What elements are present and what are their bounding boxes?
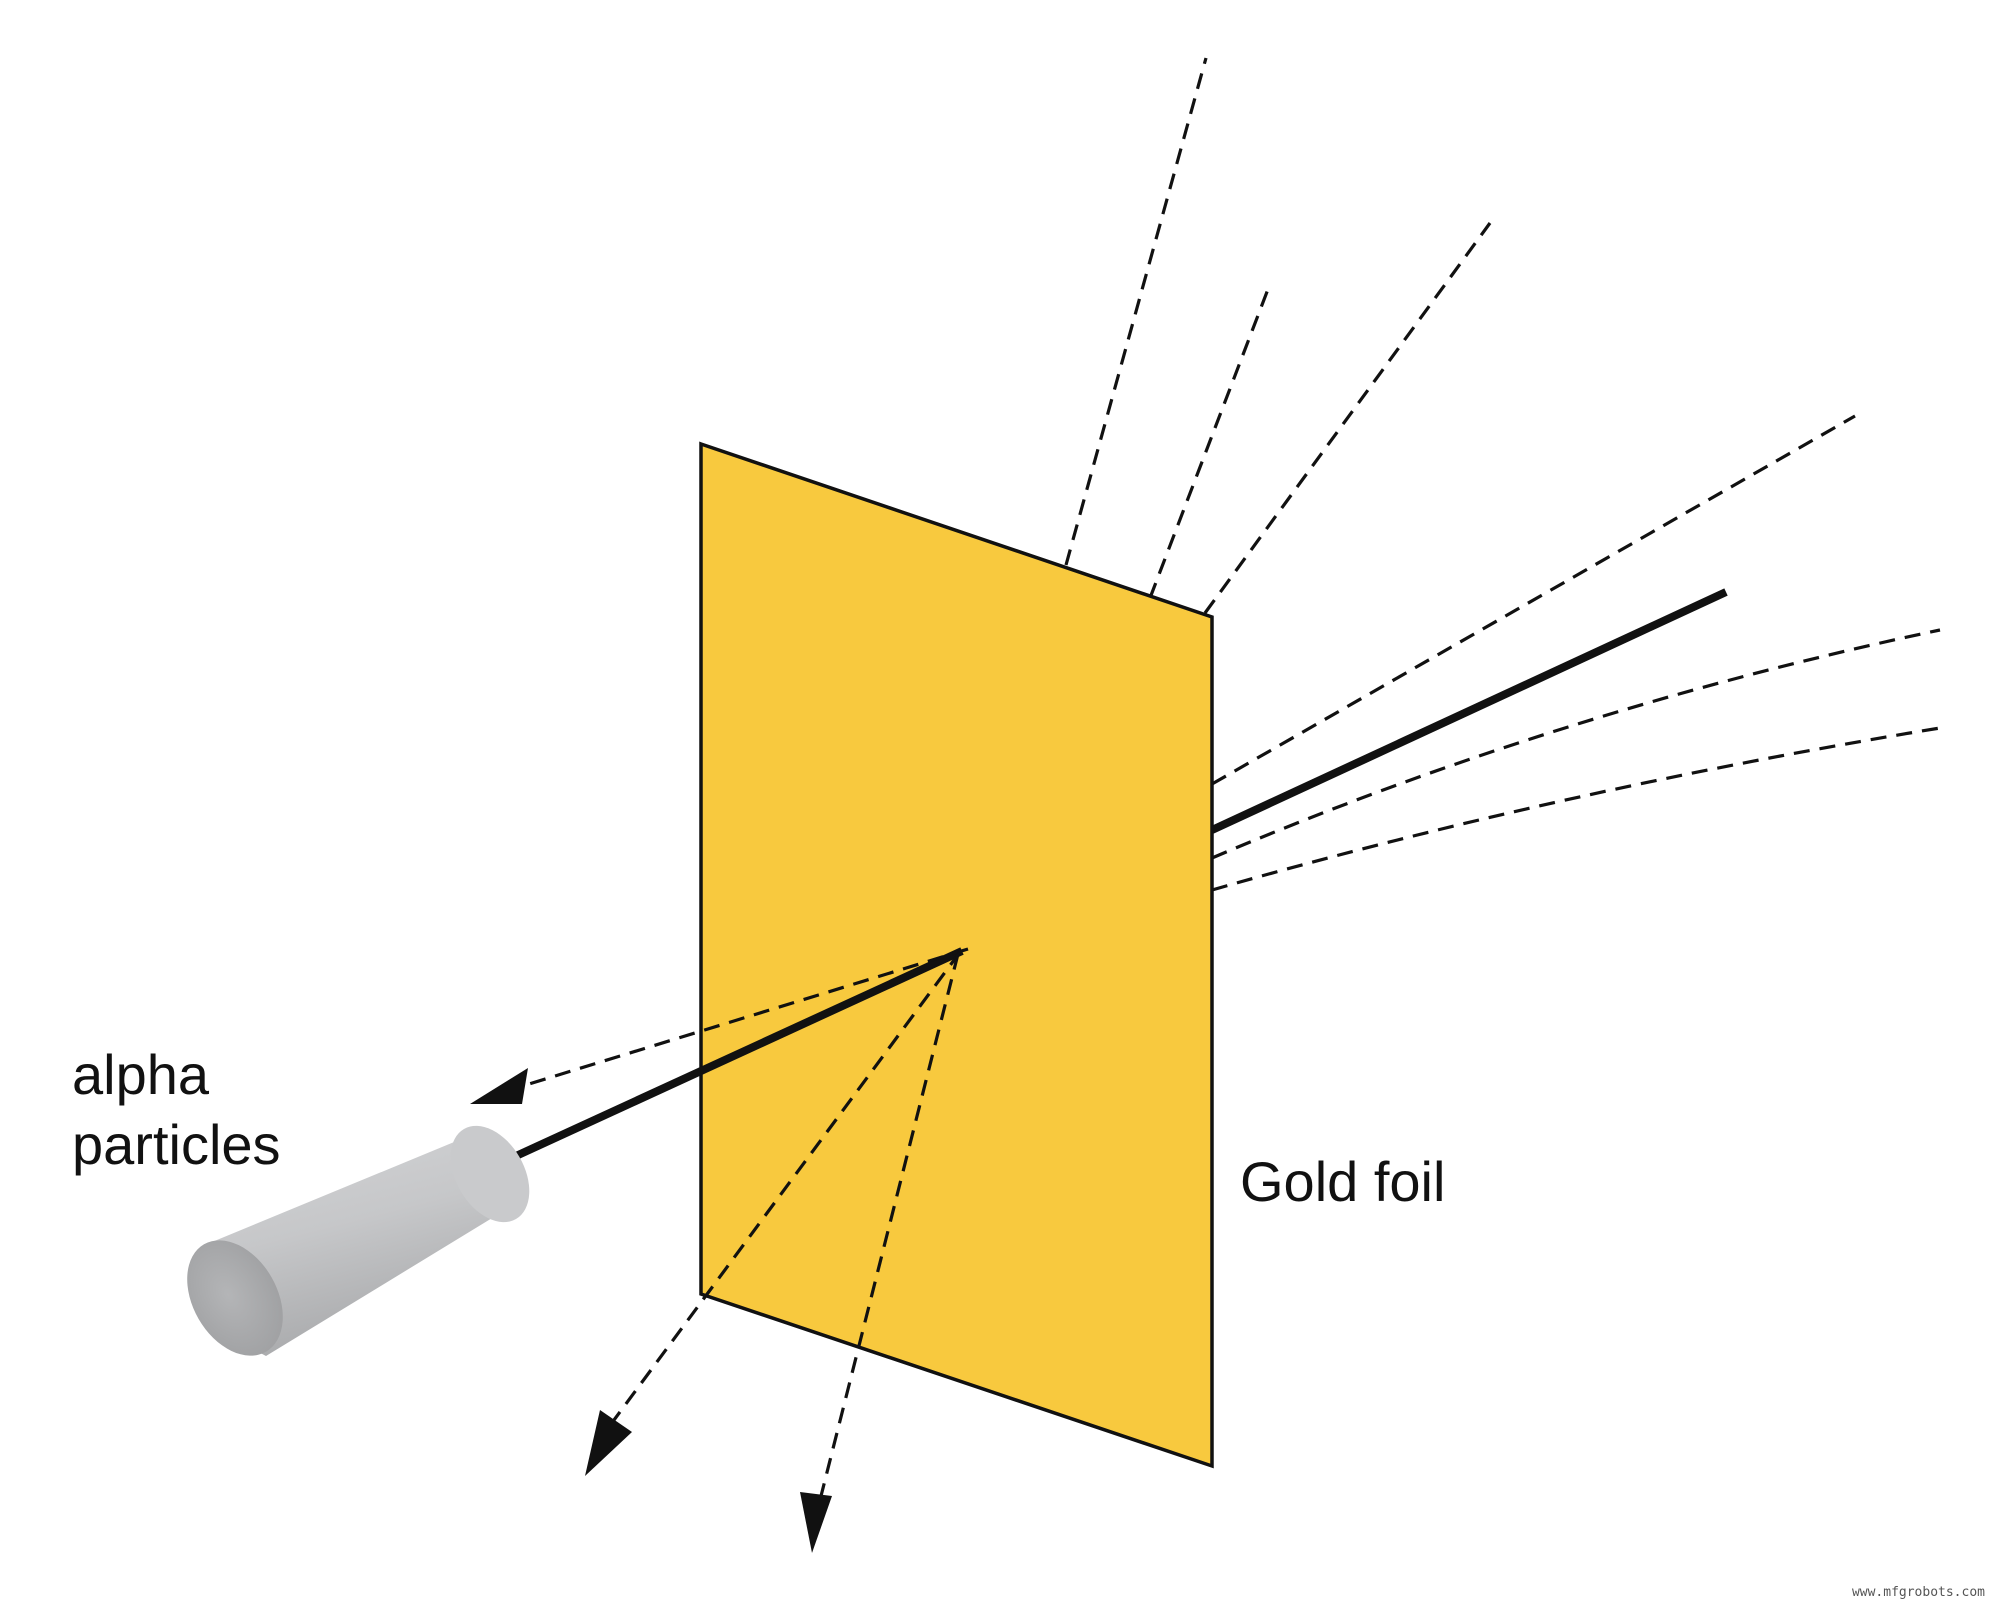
scattered-ray-5 bbox=[1211, 628, 1941, 860]
scattered-ray-1 bbox=[1064, 57, 1208, 566]
source-front-face bbox=[187, 1240, 283, 1356]
watermark: www.mfgrobots.com bbox=[1852, 1585, 1985, 1600]
source-back-cap bbox=[450, 1125, 530, 1223]
scattered-ray-2 bbox=[1148, 283, 1272, 599]
arrowhead-1 bbox=[470, 1068, 528, 1104]
foil-label: Gold foil bbox=[1240, 1150, 1445, 1213]
source-label-line-2: particles bbox=[72, 1113, 281, 1176]
backscatter-ray-1 bbox=[515, 947, 969, 1090]
scattered-ray-4 bbox=[1211, 414, 1856, 786]
backscatter-ray-3 bbox=[818, 953, 960, 1501]
back-scattered-rays bbox=[470, 947, 969, 1553]
forward-scattered-rays bbox=[1064, 57, 1941, 892]
alpha-source bbox=[187, 1125, 530, 1356]
undeflected-beam bbox=[1210, 588, 1728, 834]
source-body bbox=[212, 1128, 525, 1356]
incident-beam bbox=[514, 947, 964, 1160]
source-label-line-1: alpha bbox=[72, 1043, 210, 1106]
scattered-ray-6 bbox=[1211, 726, 1941, 892]
scattered-ray-3 bbox=[1203, 222, 1492, 614]
gold-foil-outline bbox=[699, 441, 1214, 1469]
arrowhead-3 bbox=[800, 1492, 832, 1553]
backscatter-ray-2 bbox=[612, 951, 962, 1421]
arrowhead-2 bbox=[585, 1410, 632, 1476]
